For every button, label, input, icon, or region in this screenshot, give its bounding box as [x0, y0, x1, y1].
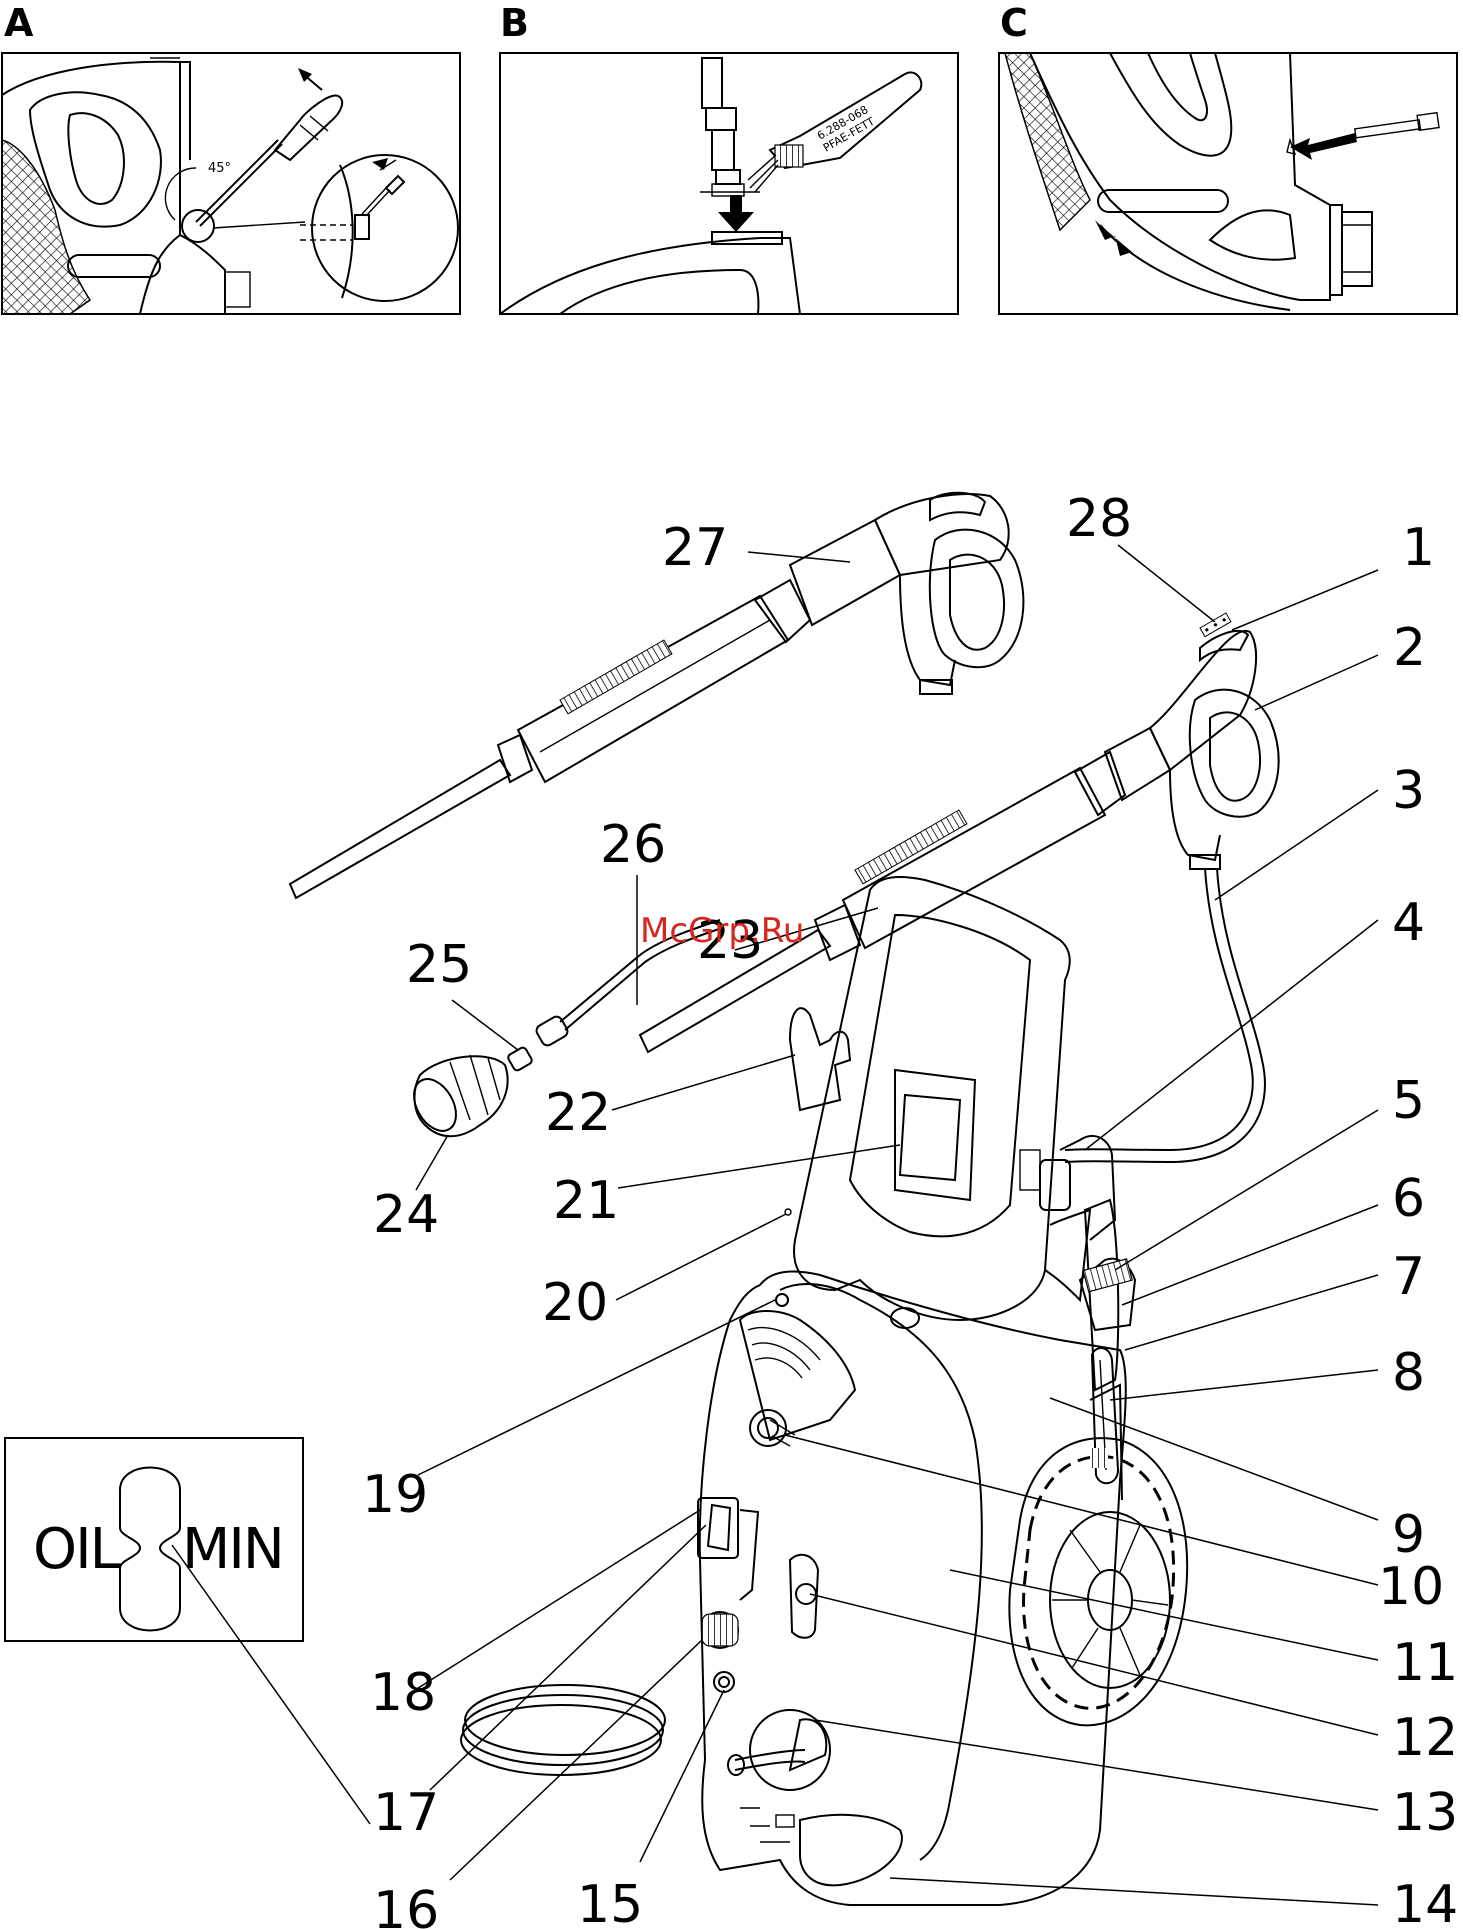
callout-16: 16 — [373, 1881, 439, 1929]
callout-17: 17 — [373, 1783, 439, 1843]
panel-b-letter: B — [500, 1, 529, 45]
panel-c-gun-handle — [1005, 53, 1372, 310]
oil-sight-window — [120, 1468, 180, 1631]
pin — [1355, 113, 1439, 138]
screwdriver-arrow — [298, 68, 322, 90]
panel-a-gun-handle — [2, 58, 250, 314]
callout-18: 18 — [370, 1663, 436, 1723]
callout-11: 11 — [1392, 1633, 1458, 1693]
min-label: MIN — [182, 1517, 283, 1582]
callout-25: 25 — [406, 935, 472, 995]
callout-27: 27 — [662, 518, 728, 578]
callout-26: 26 — [600, 815, 666, 875]
callout-numbers: 1 2 3 4 5 6 7 8 9 10 11 12 13 14 15 16 1… — [362, 489, 1458, 1929]
panel-b: B 6.288-068 PFAE-FETT — [500, 1, 958, 314]
detergent-cap — [1080, 1259, 1135, 1484]
callout-19: 19 — [362, 1465, 428, 1525]
callout-21: 21 — [553, 1171, 619, 1231]
grease-tube: 6.288-068 PFAE-FETT — [748, 72, 921, 192]
callout-15: 15 — [577, 1875, 643, 1929]
grease-arrow — [718, 195, 754, 232]
callout-20: 20 — [542, 1273, 608, 1333]
callout-1: 1 — [1402, 518, 1435, 578]
pin-arrow — [1287, 133, 1357, 160]
panel-b-gun-body — [500, 58, 800, 314]
panel-a: A 45° — [2, 1, 460, 314]
callout-22: 22 — [545, 1083, 611, 1143]
callout-9: 9 — [1392, 1505, 1425, 1565]
callout-5: 5 — [1392, 1071, 1425, 1131]
callout-14: 14 — [1392, 1875, 1458, 1929]
callout-28: 28 — [1066, 489, 1132, 549]
callout-8: 8 — [1392, 1343, 1425, 1403]
callout-3: 3 — [1392, 761, 1425, 821]
angle-label: 45° — [208, 161, 231, 176]
callout-6: 6 — [1392, 1169, 1425, 1229]
watermark: McGrp.Ru — [640, 911, 804, 951]
callout-13: 13 — [1392, 1783, 1458, 1843]
hose — [1065, 868, 1253, 1150]
wheel — [1009, 1438, 1187, 1725]
detail-magnifier — [300, 155, 458, 301]
panel-c-letter: C — [1000, 1, 1028, 45]
oil-level-inset: OIL MIN — [5, 1438, 303, 1641]
oil-label: OIL — [33, 1517, 121, 1582]
callout-10: 10 — [1378, 1557, 1444, 1617]
callout-4: 4 — [1392, 893, 1425, 953]
gun-lower — [640, 613, 1279, 1052]
callout-24: 24 — [373, 1185, 439, 1245]
callout-2: 2 — [1393, 618, 1426, 678]
frame-handle — [785, 877, 1115, 1328]
detail-circle-small — [182, 210, 214, 242]
panel-c: C — [999, 1, 1457, 314]
panel-a-letter: A — [4, 1, 34, 45]
callout-7: 7 — [1392, 1247, 1425, 1307]
callout-12: 12 — [1392, 1708, 1458, 1768]
